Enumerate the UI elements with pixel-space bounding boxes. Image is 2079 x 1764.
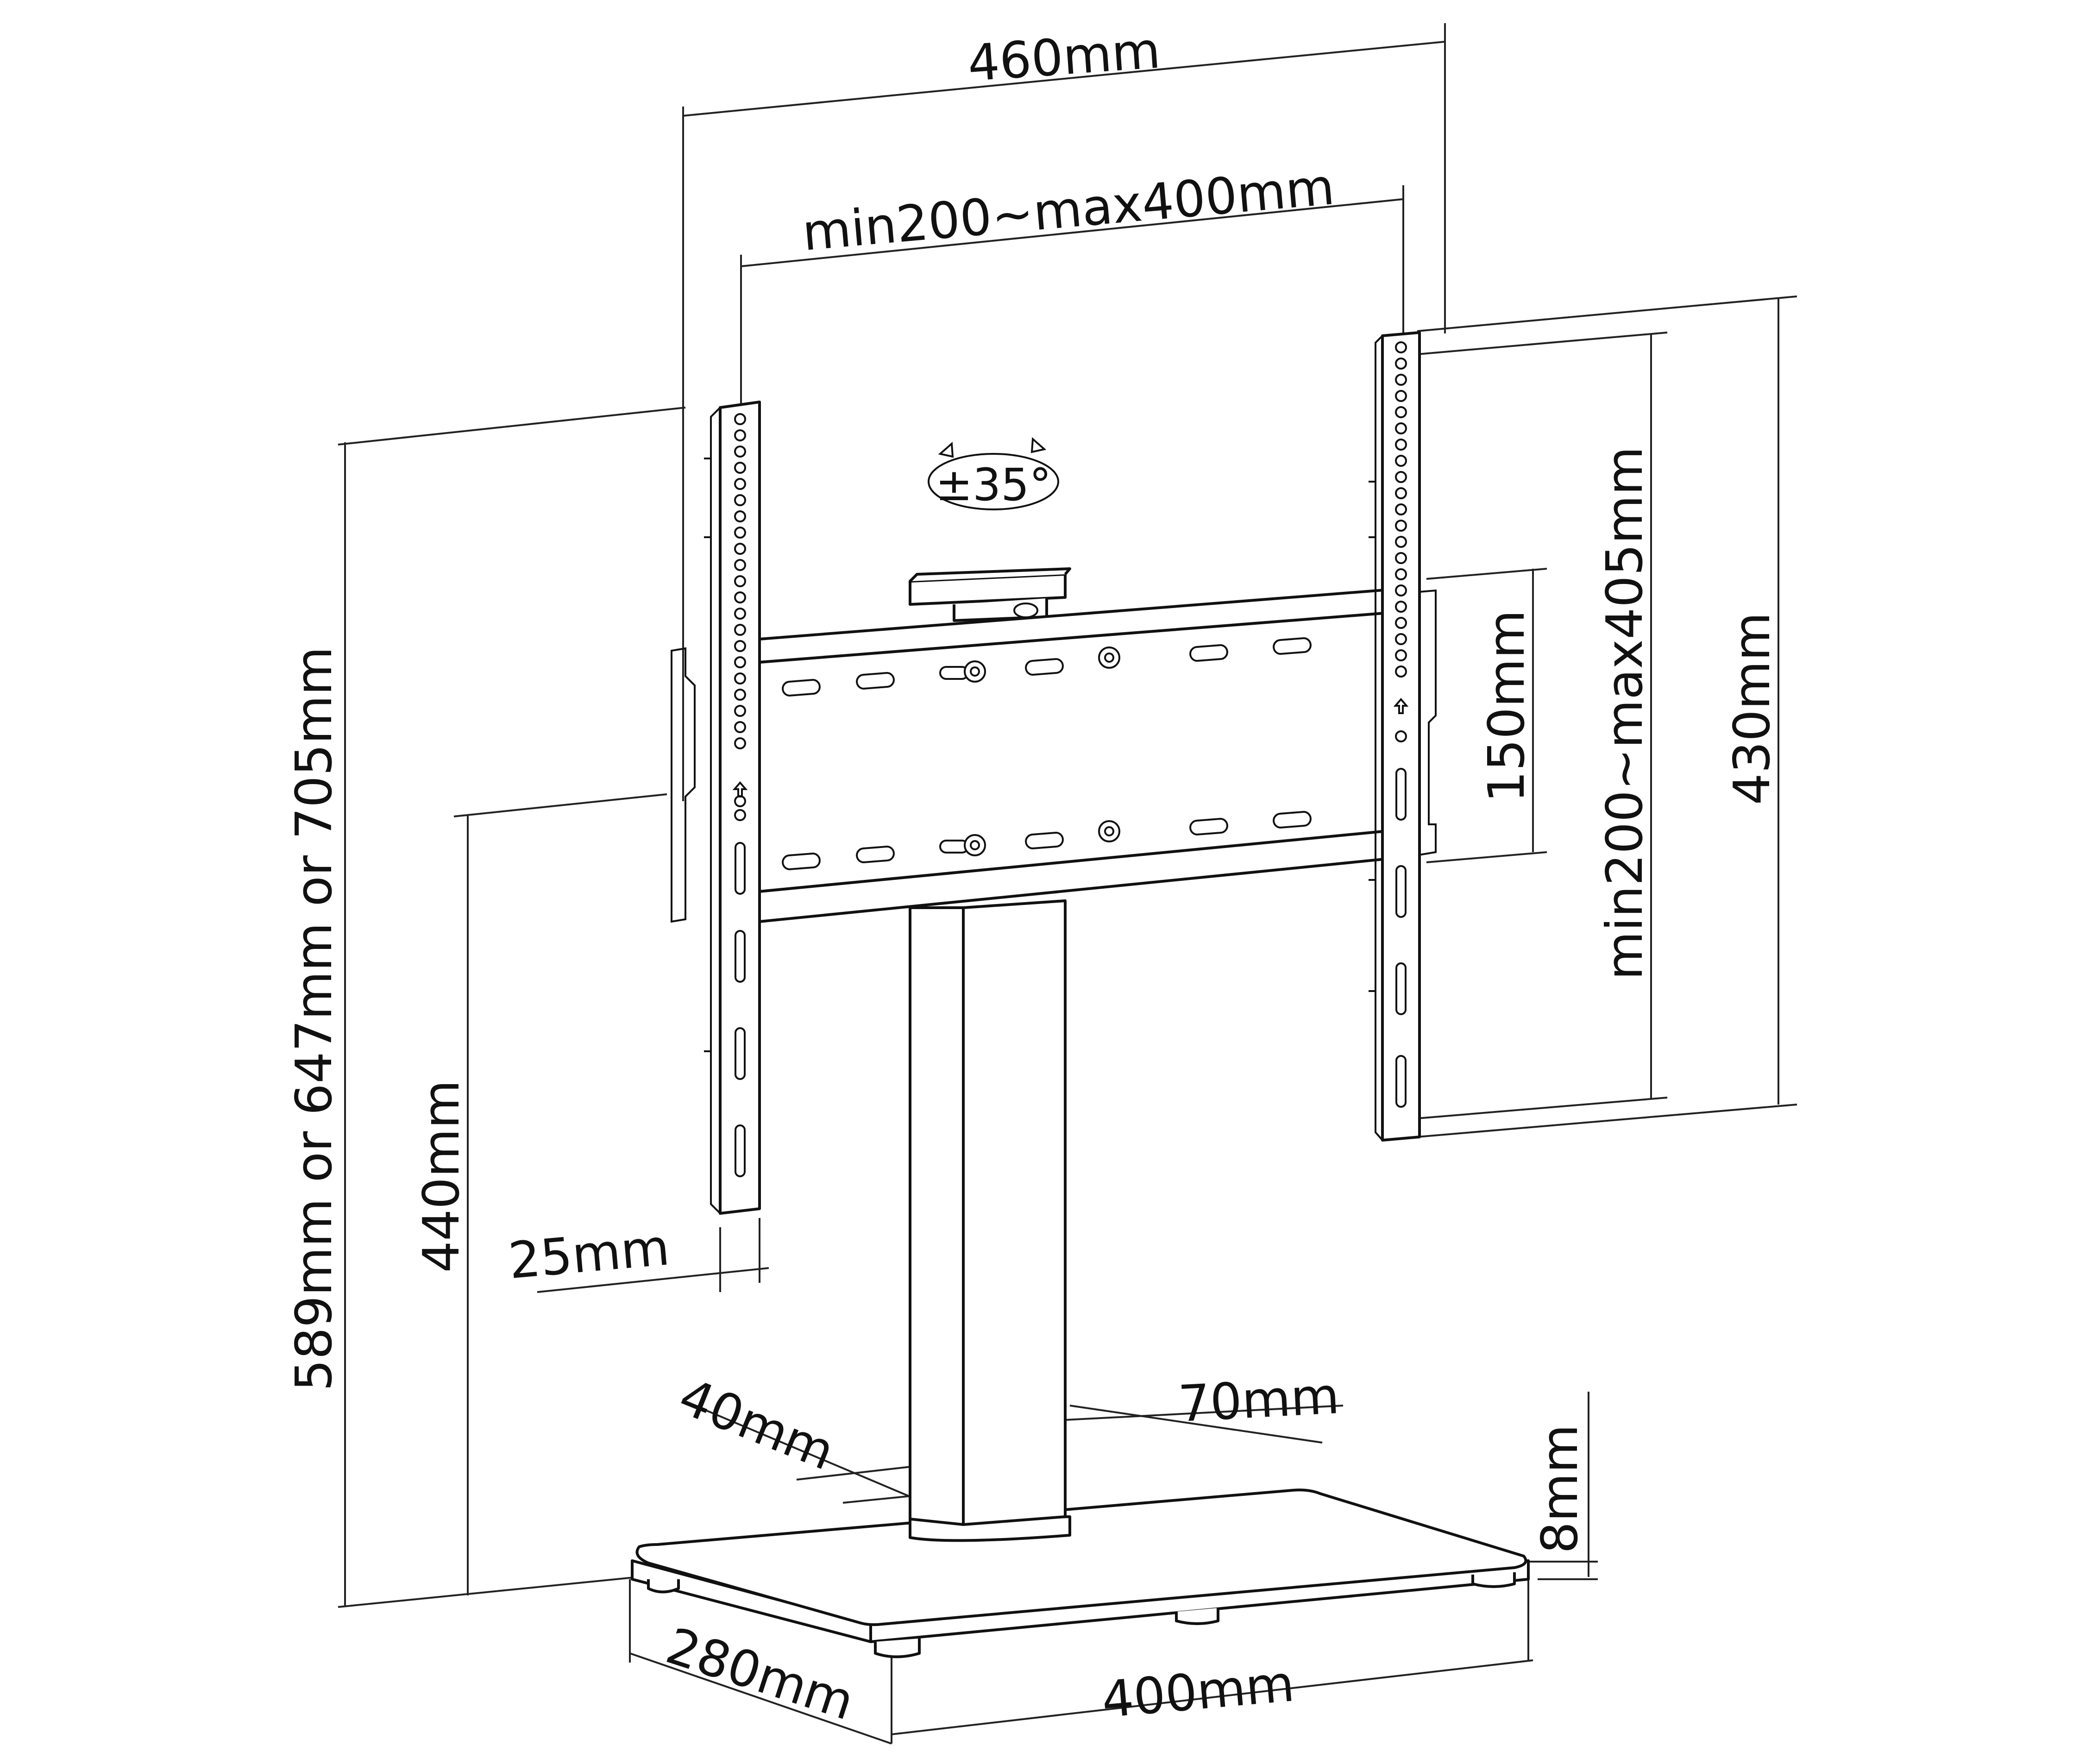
label-base-width: 400mm [1099, 1655, 1297, 1729]
horizontal-plate [758, 587, 1437, 923]
label-vesa-vertical: min200~max405mm [1596, 446, 1654, 980]
label-column-depth: 40mm [671, 1368, 842, 1482]
left-vertical-bracket [671, 401, 761, 1215]
right-vertical-bracket [1369, 331, 1421, 1142]
label-lower-height: 440mm [413, 1080, 471, 1273]
label-bracket-thickness: 25mm [506, 1218, 672, 1290]
label-base-thickness: 8mm [1531, 1424, 1589, 1553]
label-total-width: 460mm [966, 22, 1162, 93]
label-plate-height: 150mm [1478, 610, 1536, 803]
column [909, 899, 1071, 1542]
label-tilt: ±35° [936, 459, 1052, 511]
base-plate [631, 1488, 1530, 1658]
tilt-indicator [928, 437, 1059, 510]
tilt-clamp [909, 567, 1071, 622]
label-vesa-horizontal: min200~max400mm [800, 158, 1337, 262]
label-bracket-height: 430mm [1723, 612, 1781, 805]
label-column-width: 70mm [1177, 1367, 1341, 1433]
label-overall-height: 589mm or 647mm or 705mm [285, 647, 343, 1391]
label-base-depth: 280mm [660, 1617, 861, 1732]
